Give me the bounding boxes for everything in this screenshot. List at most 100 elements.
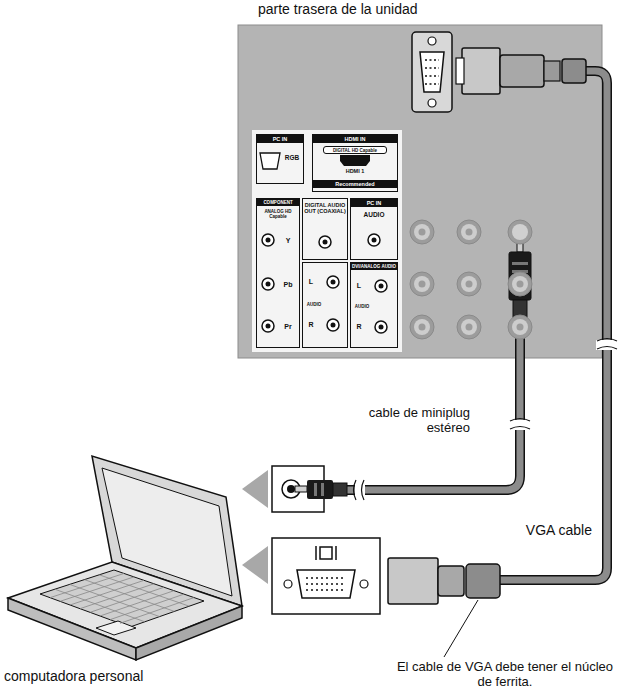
- laptop: [40, 570, 204, 627]
- panel-label: Pb: [280, 281, 296, 289]
- panel-label: R: [305, 321, 317, 329]
- miniplug-cable: [345, 318, 520, 490]
- vga-port: [412, 32, 452, 112]
- panel-label: Recommended: [313, 180, 397, 188]
- jacks: [266, 282, 271, 287]
- pc-vga-pins: [306, 583, 346, 585]
- panel-label: DIGITAL AUDIO OUT (COAXIAL): [304, 202, 346, 214]
- port-pointer: [242, 546, 268, 584]
- unit-back-panel: [252, 130, 402, 352]
- component-audio-section: L AUDIO R: [302, 262, 348, 348]
- jacks: [331, 323, 336, 328]
- pc-audio-port: [314, 483, 317, 496]
- jacks: [508, 315, 532, 339]
- ferrite-note: El cable de VGA debe tener el núcleo de …: [392, 660, 618, 690]
- vga-port-pins: [425, 59, 439, 61]
- digital-audio-out-section: DIGITAL AUDIO OUT (COAXIAL): [302, 198, 348, 260]
- vga-port: [420, 52, 444, 92]
- panel-label: PC IN: [351, 199, 397, 207]
- laptop: [8, 456, 242, 660]
- panel-label: HDMI 1: [313, 168, 397, 174]
- component-section: COMPONENTANALOG HD CapableYPbPr: [256, 198, 300, 348]
- jacks: [379, 325, 384, 330]
- jacks: [466, 281, 473, 288]
- vga-port-pins: [425, 75, 439, 77]
- cable-break-mark: [597, 339, 617, 350]
- vga-port-pins: [425, 60, 439, 84]
- panel-label: AUDIO: [303, 302, 325, 307]
- laptop-keys: [80, 584, 154, 609]
- pc-vga-plug: [388, 558, 438, 604]
- unit-back-panel: [238, 25, 602, 358]
- vga-port-pins: [425, 83, 439, 85]
- jacks: [375, 280, 387, 292]
- pc-in-rgb-section: PC INRGB: [256, 134, 304, 184]
- pc-vga-port: [284, 580, 292, 588]
- unit-back-panel: [238, 25, 602, 358]
- jacks: [512, 224, 528, 240]
- jacks: [512, 276, 528, 292]
- jacks: [375, 321, 387, 333]
- jacks: [419, 281, 426, 288]
- pc-vga-plug: [438, 566, 464, 596]
- cable-break-mark: [354, 480, 365, 500]
- laptop-keys: [90, 587, 164, 612]
- plate-icons: [260, 153, 280, 169]
- miniplug-cable: [345, 318, 520, 490]
- panel-label: RGB: [281, 154, 303, 161]
- panel-label: DVI/ANALOG AUDIO: [351, 263, 397, 270]
- jacks: [517, 281, 524, 288]
- vga-cable: [500, 71, 607, 580]
- jacks: [419, 229, 426, 236]
- jacks: [419, 324, 426, 331]
- panel-label: L: [305, 278, 317, 286]
- jacks: [379, 284, 384, 289]
- vga-port: [428, 37, 436, 45]
- laptop: [8, 562, 242, 648]
- cable-break-mark: [510, 419, 530, 430]
- vga-port: [412, 32, 452, 112]
- jacks: [266, 324, 271, 329]
- jacks: [512, 319, 528, 335]
- pc-vga-port: [320, 547, 332, 559]
- jacks: [327, 276, 339, 288]
- pc-vga-plug: [388, 558, 500, 604]
- jacks: [266, 238, 271, 243]
- panel-label: DIGITAL HD Capable: [323, 146, 387, 154]
- miniplug-plug: [509, 252, 531, 300]
- miniplug-plug: [512, 262, 528, 265]
- pc-vga-port: [272, 538, 380, 614]
- jacks: [457, 315, 481, 339]
- laptop-keys: [70, 580, 144, 605]
- laptop-keys: [60, 577, 134, 601]
- jacks: [508, 272, 532, 296]
- pc-audio-port: [307, 480, 333, 499]
- pc-vga-plug: [466, 564, 500, 598]
- port-pointer: [242, 470, 268, 584]
- laptop-keys: [50, 573, 194, 623]
- jacks: [461, 319, 477, 335]
- pc-vga-port: [335, 546, 337, 560]
- pc-audio-port: [333, 483, 347, 496]
- panel-label: AUDIO: [351, 211, 397, 218]
- jacks: [262, 320, 274, 332]
- pc-vga-pins: [306, 589, 346, 591]
- jacks: [461, 276, 477, 292]
- pc-vga-pins: [306, 577, 346, 579]
- plate-icons: [340, 155, 370, 166]
- cable-label: VGA cable: [500, 522, 592, 538]
- pc-audio-port: [272, 466, 324, 512]
- vga-port-pins: [425, 67, 439, 69]
- pc-audio-port: [295, 486, 307, 492]
- vga-port: [428, 99, 436, 107]
- pc-vga-port: [297, 570, 355, 598]
- laptop-keys: [50, 573, 124, 597]
- jacks: [466, 324, 473, 331]
- jacks: [461, 224, 477, 240]
- pc-vga-pins: [306, 578, 346, 590]
- jacks: [331, 280, 336, 285]
- jacks: [410, 315, 434, 339]
- cable-label: cable de miniplug estéreo: [330, 406, 470, 436]
- pc-vga-port: [272, 538, 380, 614]
